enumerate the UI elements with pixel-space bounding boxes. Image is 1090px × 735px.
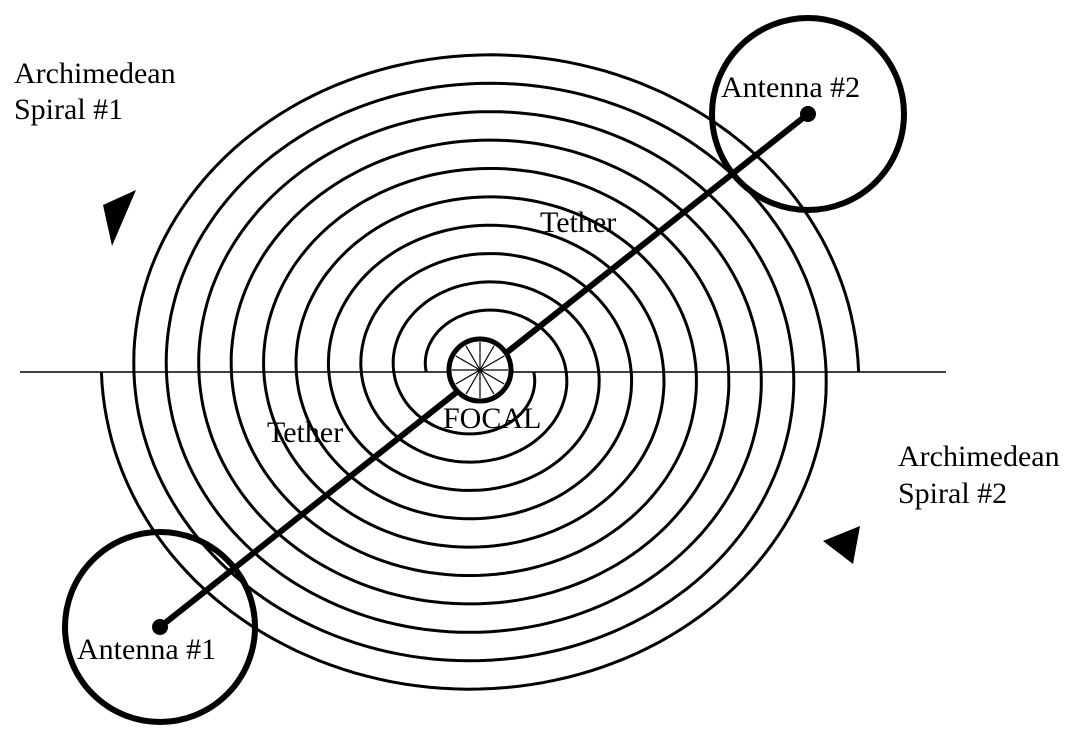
- focal-spoke: [465, 369, 481, 395]
- antenna-1-circle: [62, 529, 258, 725]
- antenna-1-label: Antenna #1: [77, 633, 216, 666]
- spiral-1-arrow-icon: [103, 190, 136, 246]
- focal-hub-icon: [446, 336, 514, 404]
- focal-spoke: [479, 369, 495, 395]
- spiral-2-label-line1: Archimedean: [898, 440, 1060, 473]
- focal-spoke: [465, 345, 481, 371]
- spiral-1-label-line2: Spiral #1: [14, 93, 123, 126]
- antenna-2-label: Antenna #2: [721, 71, 860, 104]
- antenna-1-dot: [152, 619, 168, 635]
- spiral-1-label-line1: Archimedean: [14, 57, 176, 90]
- antenna-2-circle: [709, 15, 907, 213]
- focal-spoke: [455, 369, 481, 385]
- focal-spoke: [479, 369, 505, 385]
- focal-spoke: [479, 345, 495, 371]
- tether-upper-label: Tether: [540, 206, 616, 239]
- focal-spoke: [479, 355, 505, 371]
- focal-spoke: [455, 355, 481, 371]
- spiral-2-arrow-icon: [823, 526, 860, 564]
- antenna-2-dot: [800, 106, 816, 122]
- archimedean-spiral-2: [132, 53, 861, 663]
- tether-lower-label: Tether: [267, 416, 343, 449]
- spiral-2-label-line2: Spiral #2: [898, 477, 1007, 510]
- archimedean-spiral-1: [99, 81, 828, 691]
- focal-label: FOCAL: [443, 402, 541, 435]
